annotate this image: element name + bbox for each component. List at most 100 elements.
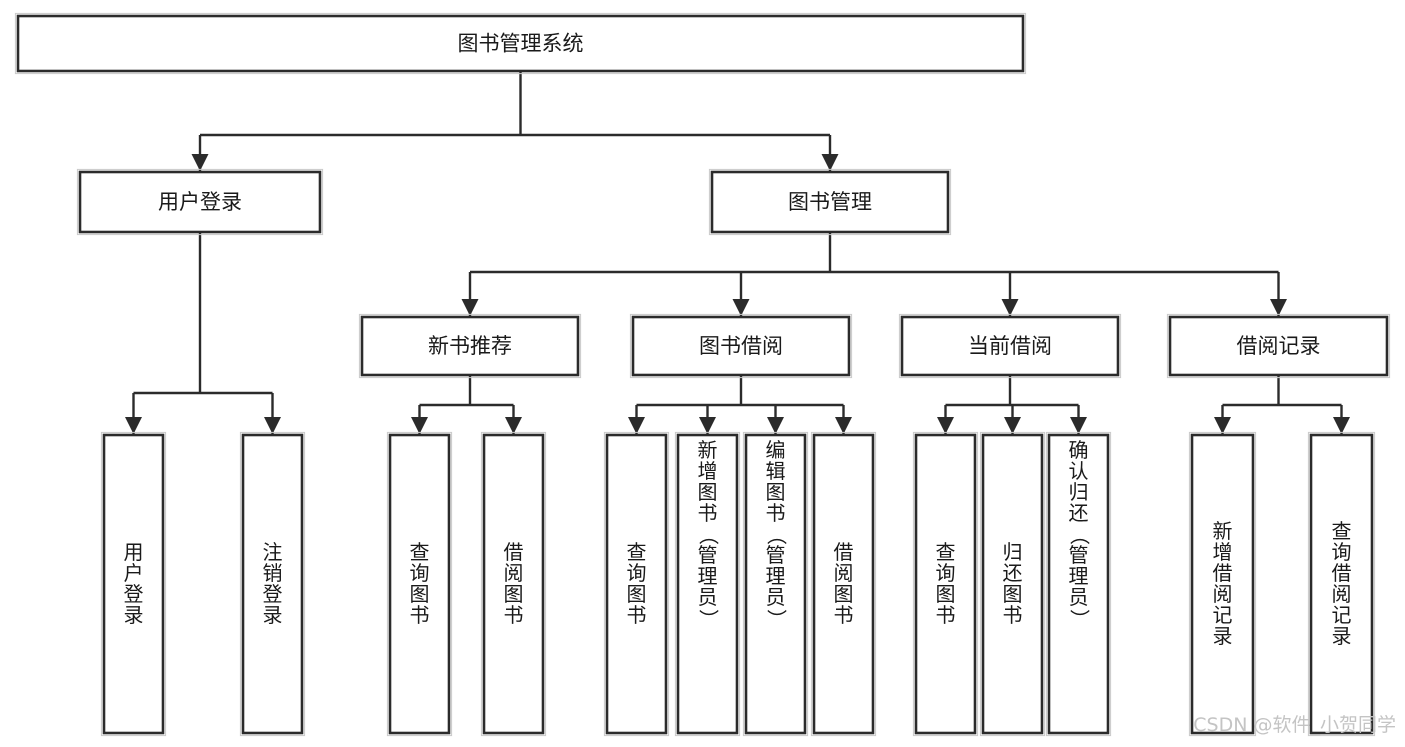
node-box-halo: [674, 431, 741, 737]
node-box[interactable]: [605, 433, 668, 735]
node-box[interactable]: [900, 315, 1120, 377]
node-label-char: ）: [765, 609, 789, 629]
node-label-char: 员: [698, 585, 718, 609]
arrow-head-icon: [835, 417, 852, 434]
node-label: 图书管理系统: [458, 32, 584, 56]
node-label-char: 记: [1213, 603, 1233, 627]
node-label-char: 查: [1332, 519, 1352, 543]
arrow-head-icon: [461, 299, 479, 316]
node-label-char: 确: [1069, 438, 1089, 462]
node-box[interactable]: [1309, 433, 1374, 735]
arrow-head-icon: [767, 417, 784, 434]
node-box[interactable]: [360, 315, 580, 377]
node-label: 图书管理: [788, 190, 872, 214]
node-label-char: （: [1068, 525, 1092, 545]
arrow-head-icon: [1004, 417, 1021, 434]
node-label: 借阅记录: [1237, 334, 1321, 358]
node-label-char: 图: [766, 480, 786, 504]
node-label-char: ）: [1068, 609, 1092, 629]
node-box[interactable]: [676, 433, 739, 735]
node-box[interactable]: [1047, 433, 1110, 735]
node-box-halo: [898, 313, 1122, 379]
node-box-halo: [603, 431, 670, 737]
node-label-char: 图: [410, 582, 430, 606]
node-label-char: 销: [263, 561, 283, 585]
node-box[interactable]: [812, 433, 875, 735]
node-box-halo: [76, 168, 324, 236]
node-label-char: 借: [504, 540, 524, 564]
node-label-char: 用: [124, 540, 144, 564]
node-box[interactable]: [16, 14, 1025, 73]
node-box-halo: [358, 313, 582, 379]
node-box-halo: [629, 313, 853, 379]
node-box[interactable]: [102, 433, 165, 735]
node-box-halo: [14, 12, 1027, 75]
node-box[interactable]: [388, 433, 451, 735]
node-box-halo: [1188, 431, 1257, 737]
node-label-char: 阅: [834, 561, 854, 585]
node-label-char: 图: [627, 582, 647, 606]
node-box[interactable]: [631, 315, 851, 377]
node-box[interactable]: [78, 170, 322, 234]
node-box-halo: [1166, 313, 1391, 379]
node-label-char: 借: [1332, 561, 1352, 585]
node-box[interactable]: [914, 433, 977, 735]
node-label-char: 新: [1213, 519, 1233, 543]
node-box[interactable]: [744, 433, 807, 735]
arrow-head-icon: [732, 299, 750, 316]
node-label-char: 借: [1213, 561, 1233, 585]
node-label-char: 图: [936, 582, 956, 606]
node-box[interactable]: [1190, 433, 1255, 735]
node-box[interactable]: [710, 170, 950, 234]
node-label-char: 图: [1003, 582, 1023, 606]
node-box[interactable]: [1168, 315, 1389, 377]
node-new-book-recommend[interactable]: 新书推荐: [358, 313, 582, 379]
node-label: 新书推荐: [428, 334, 512, 358]
node-root[interactable]: 图书管理系统: [14, 12, 1027, 75]
node-label-char: （: [697, 525, 721, 545]
node-label-char: 员: [766, 585, 786, 609]
node-user-login[interactable]: 用户登录: [76, 168, 324, 236]
node-label-char: 户: [124, 561, 144, 585]
node-box[interactable]: [241, 433, 304, 735]
node-borrow-record[interactable]: 借阅记录: [1166, 313, 1391, 379]
arrow-head-icon: [1001, 299, 1019, 316]
node-book-borrow[interactable]: 图书借阅: [629, 313, 853, 379]
node-layer: 图书管理系统用户登录图书管理新书推荐图书借阅当前借阅借阅记录用户登录注销登录查询…: [14, 12, 1391, 737]
node-label-char: 归: [1003, 540, 1023, 564]
node-label: 用户登录: [158, 190, 242, 214]
node-box-halo: [1045, 431, 1112, 737]
node-box[interactable]: [981, 433, 1044, 735]
node-current-borrow[interactable]: 当前借阅: [898, 313, 1122, 379]
node-label-char: 注: [263, 540, 283, 564]
node-box[interactable]: [482, 433, 545, 735]
arrow-head-icon: [191, 154, 209, 171]
node-label-char: 询: [1332, 540, 1352, 564]
node-label-char: 书: [698, 501, 718, 525]
node-leaf-user-login[interactable]: 用户登录: [100, 431, 167, 737]
arrow-head-icon: [1070, 417, 1087, 434]
node-label-char: 管: [766, 543, 786, 567]
node-label-char: 增: [1213, 540, 1233, 564]
node-label-char: 阅: [1213, 582, 1233, 606]
node-book-manage[interactable]: 图书管理: [708, 168, 952, 236]
node-label-char: 图: [504, 582, 524, 606]
node-label-char: 书: [1003, 603, 1023, 627]
node-label-char: 录: [263, 603, 283, 627]
node-box-halo: [239, 431, 306, 737]
arrow-head-icon: [821, 154, 839, 171]
node-label-char: 登: [263, 582, 283, 606]
